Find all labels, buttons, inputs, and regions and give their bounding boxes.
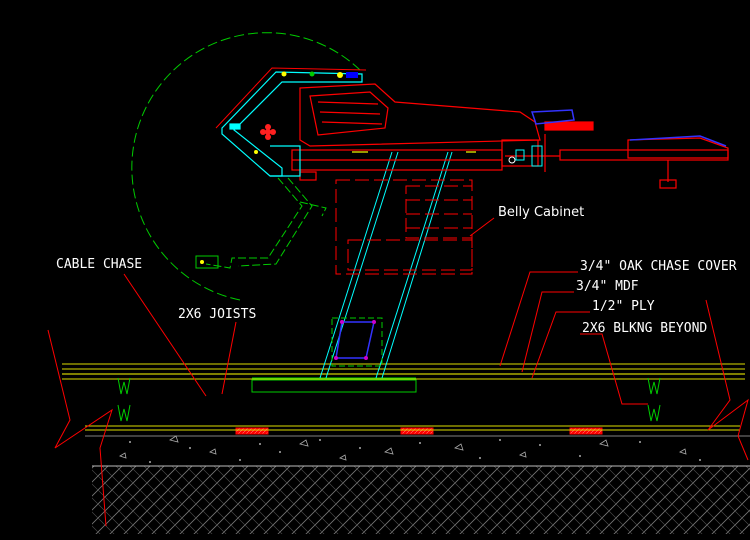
earth-hatch	[92, 466, 750, 534]
floor-layers	[62, 363, 745, 431]
label-cable-chase: CABLE CHASE	[56, 257, 142, 272]
sleeper-block	[400, 427, 434, 435]
label-joists: 2X6 JOISTS	[178, 307, 256, 322]
label-blocking: 2X6 BLKNG BEYOND	[582, 321, 707, 336]
label-mdf: 3/4" MDF	[576, 279, 639, 294]
swing-arc	[131, 32, 361, 301]
floor-insert	[331, 317, 383, 367]
tray-fittings	[515, 145, 543, 167]
break-line-left	[47, 329, 113, 527]
joist-symbols	[117, 377, 661, 422]
label-belly-cabinet: Belly Cabinet	[498, 205, 584, 220]
pedestal-base-plate	[251, 379, 417, 393]
green-latch-bolt	[200, 260, 204, 264]
instrument-tray	[501, 121, 729, 189]
tray-knob	[508, 156, 516, 164]
concrete-slab	[85, 435, 750, 461]
insert-frame	[335, 321, 375, 359]
insert-points	[334, 320, 376, 360]
headrest-arm	[221, 71, 363, 177]
accent-dot	[254, 150, 258, 154]
green-latch	[195, 255, 219, 269]
blue-tag	[346, 72, 358, 78]
accent-dot	[309, 71, 315, 77]
red-burst-icon	[260, 124, 276, 140]
sleeper-block	[569, 427, 603, 435]
concrete-dots	[129, 439, 701, 463]
label-oak-cover: 3/4" OAK CHASE COVER	[580, 259, 737, 274]
sleeper-block	[235, 427, 269, 435]
accent-dot	[337, 72, 343, 78]
armrest-pad	[530, 109, 575, 125]
headrest-outline	[215, 67, 367, 129]
tray-top	[629, 135, 727, 147]
label-ply: 1/2" PLY	[592, 299, 655, 314]
green-linkage	[205, 177, 327, 269]
leader-lines	[123, 217, 648, 405]
belly-cabinet	[335, 179, 473, 275]
accent-dot	[281, 71, 287, 77]
break-line-right	[705, 299, 749, 461]
